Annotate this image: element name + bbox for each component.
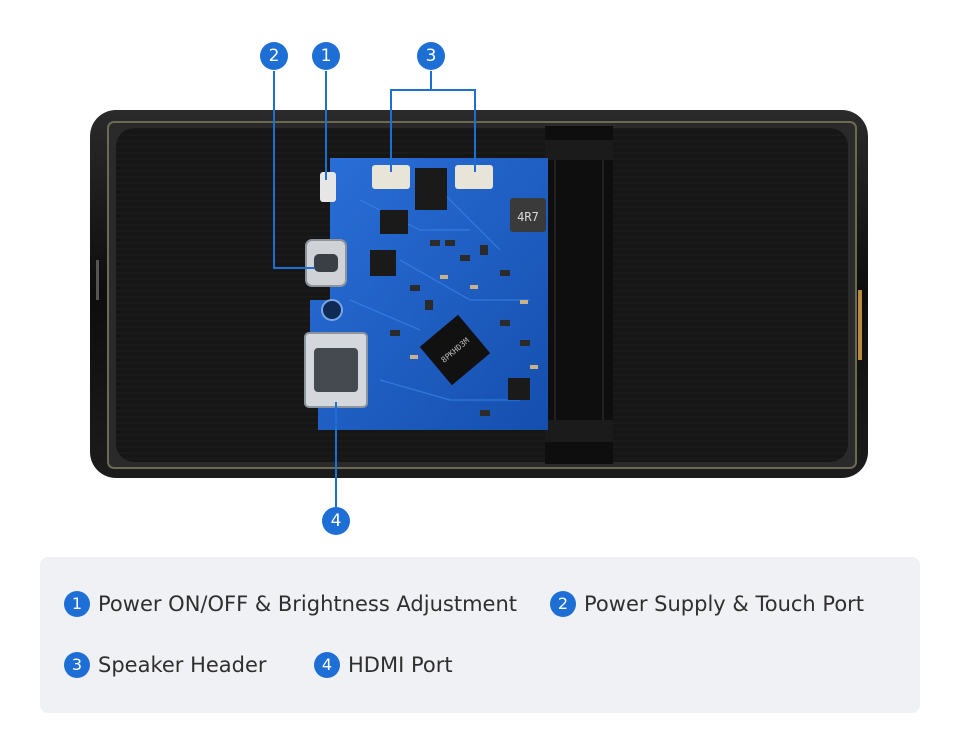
inductor-marking: 4R7	[517, 210, 539, 224]
leader-lines	[273, 71, 476, 508]
driver-board: 4R7 8PKHD3M	[304, 158, 548, 430]
legend-badge-3: 3	[64, 652, 90, 678]
legend-item-3: 3 Speaker Header	[64, 649, 267, 680]
legend-badge-4: 4	[314, 652, 340, 678]
legend-item-1: 1 Power ON/OFF & Brightness Adjustment	[64, 588, 517, 619]
callout-4-badge: 4	[322, 507, 350, 535]
legend-label-2: Power Supply & Touch Port	[584, 592, 865, 616]
legend-item-4: 4 HDMI Port	[314, 649, 453, 680]
legend-label-3: Speaker Header	[98, 653, 267, 677]
speaker-header-left	[372, 165, 410, 189]
callout-2-badge: 2	[260, 42, 288, 70]
display-frame	[90, 110, 868, 478]
callout-1-badge: 1	[312, 42, 340, 70]
speaker-header-right	[455, 165, 493, 189]
legend-item-2: 2 Power Supply & Touch Port	[550, 588, 864, 619]
callout-3-badge: 3	[417, 42, 445, 70]
legend-badge-2: 2	[550, 591, 576, 617]
display-back-illustration: 4R7 8PKHD3M	[90, 71, 868, 508]
velcro-strap	[545, 126, 613, 464]
legend-badge-1: 1	[64, 591, 90, 617]
legend-label-1: Power ON/OFF & Brightness Adjustment	[98, 592, 517, 616]
product-diagram: 4R7 8PKHD3M	[90, 42, 868, 535]
power-button	[320, 172, 336, 202]
legend-label-4: HDMI Port	[348, 653, 453, 677]
